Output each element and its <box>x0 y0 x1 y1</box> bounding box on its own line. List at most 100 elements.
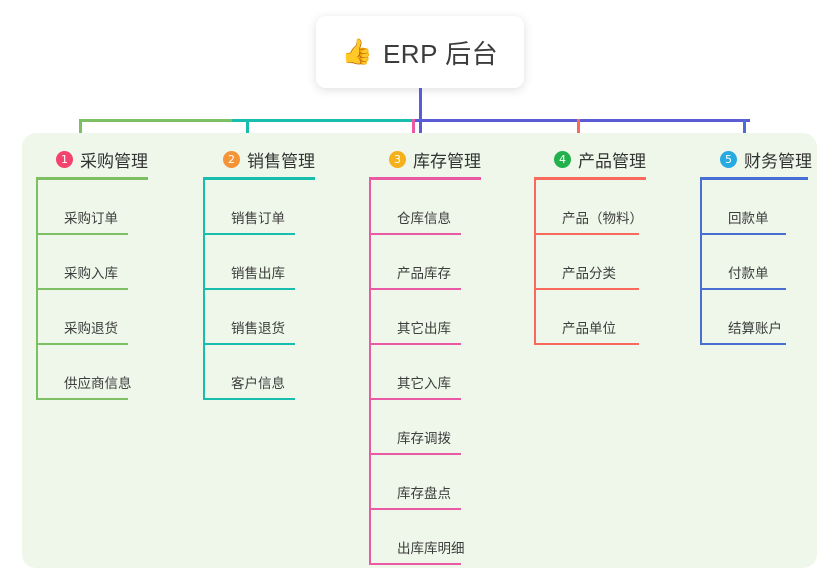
leaf-item[interactable]: 销售出库 <box>203 235 315 290</box>
leaf-list-finance: 回款单付款单结算账户 <box>700 180 812 345</box>
leaf-underline <box>369 343 461 345</box>
leaf-item[interactable]: 销售订单 <box>203 180 315 235</box>
root-title: ERP 后台 <box>382 38 499 69</box>
column-badge-sales: 2 <box>223 150 240 168</box>
leaf-item[interactable]: 采购订单 <box>36 180 148 235</box>
leaf-underline <box>203 288 295 290</box>
column-rule-finance <box>700 177 808 180</box>
leaf-underline <box>534 288 639 290</box>
leaf-item[interactable]: 产品单位 <box>534 290 646 345</box>
column-header-inventory[interactable]: 3 库存管理 <box>369 147 481 171</box>
leaf-item[interactable]: 仓库信息 <box>369 180 481 235</box>
leaf-underline <box>700 343 786 345</box>
leaf-list-inventory: 仓库信息产品库存其它出库其它入库库存调拨库存盘点出库库明细 <box>369 180 481 565</box>
leaf-label: 其它出库 <box>397 321 451 336</box>
leaf-label: 供应商信息 <box>64 376 132 391</box>
column-title-product: 产品管理 <box>578 151 646 171</box>
leaf-underline <box>369 453 461 455</box>
column-badge-inventory: 3 <box>389 150 406 168</box>
column-header-finance[interactable]: 5 财务管理 <box>700 147 812 171</box>
bus-segment-sales-to-inventory <box>232 119 414 122</box>
leaf-underline <box>534 233 639 235</box>
column-badge-finance: 5 <box>720 150 737 168</box>
leaf-spine-product <box>534 180 536 345</box>
leaf-spine-sales <box>203 180 205 400</box>
leaf-label: 结算账户 <box>728 321 782 336</box>
leaf-label: 产品单位 <box>562 321 616 336</box>
column-header-sales[interactable]: 2 销售管理 <box>203 147 315 171</box>
column-inventory: 3 库存管理仓库信息产品库存其它出库其它入库库存调拨库存盘点出库库明细 <box>369 147 481 565</box>
column-title-purchase: 采购管理 <box>80 151 148 171</box>
leaf-spine-purchase <box>36 180 38 400</box>
leaf-underline <box>203 343 295 345</box>
leaf-item[interactable]: 其它入库 <box>369 345 481 400</box>
leaf-item[interactable]: 付款单 <box>700 235 812 290</box>
leaf-label: 采购入库 <box>64 266 118 281</box>
leaf-underline <box>36 233 128 235</box>
column-rule-purchase <box>36 177 148 180</box>
leaf-label: 销售订单 <box>231 211 285 226</box>
leaf-label: 回款单 <box>728 211 769 226</box>
leaf-underline <box>36 398 128 400</box>
root-stem-connector <box>419 88 422 133</box>
thumbs-up-icon: 👍 <box>341 37 373 66</box>
leaf-underline <box>700 233 786 235</box>
leaf-underline <box>369 398 461 400</box>
leaf-spine-finance <box>700 180 702 345</box>
leaf-item[interactable]: 库存盘点 <box>369 455 481 510</box>
leaf-item[interactable]: 客户信息 <box>203 345 315 400</box>
leaf-label: 采购退货 <box>64 321 118 336</box>
leaf-item[interactable]: 结算账户 <box>700 290 812 345</box>
leaf-label: 库存调拨 <box>397 431 451 446</box>
bus-segment-inventory-to-finance <box>414 119 750 122</box>
column-rule-inventory <box>369 177 481 180</box>
leaf-item[interactable]: 采购退货 <box>36 290 148 345</box>
leaf-list-purchase: 采购订单采购入库采购退货供应商信息 <box>36 180 148 400</box>
leaf-underline <box>369 563 461 565</box>
leaf-label: 销售出库 <box>231 266 285 281</box>
leaf-label: 产品分类 <box>562 266 616 281</box>
column-title-inventory: 库存管理 <box>413 151 481 171</box>
leaf-spine-inventory <box>369 180 371 565</box>
leaf-underline <box>203 233 295 235</box>
leaf-item[interactable]: 其它出库 <box>369 290 481 345</box>
leaf-item[interactable]: 回款单 <box>700 180 812 235</box>
leaf-label: 付款单 <box>728 266 769 281</box>
leaf-underline <box>369 233 461 235</box>
leaf-underline <box>700 288 786 290</box>
bus-segment-purchase-to-sales <box>79 119 232 122</box>
leaf-label: 采购订单 <box>64 211 118 226</box>
leaf-item[interactable]: 销售退货 <box>203 290 315 345</box>
leaf-underline <box>534 343 639 345</box>
leaf-label: 产品（物料） <box>562 211 643 226</box>
leaf-label: 库存盘点 <box>397 486 451 501</box>
leaf-underline <box>36 343 128 345</box>
leaf-item[interactable]: 供应商信息 <box>36 345 148 400</box>
column-title-sales: 销售管理 <box>247 151 315 171</box>
leaf-label: 销售退货 <box>231 321 285 336</box>
column-title-finance: 财务管理 <box>744 151 812 171</box>
leaf-label: 其它入库 <box>397 376 451 391</box>
column-purchase: 1 采购管理采购订单采购入库采购退货供应商信息 <box>36 147 148 400</box>
leaf-item[interactable]: 采购入库 <box>36 235 148 290</box>
column-rule-sales <box>203 177 315 180</box>
column-badge-purchase: 1 <box>56 150 73 168</box>
leaf-underline <box>369 288 461 290</box>
leaf-list-sales: 销售订单销售出库销售退货客户信息 <box>203 180 315 400</box>
leaf-item[interactable]: 库存调拨 <box>369 400 481 455</box>
column-header-purchase[interactable]: 1 采购管理 <box>36 147 148 171</box>
leaf-underline <box>36 288 128 290</box>
leaf-underline <box>369 508 461 510</box>
leaf-item[interactable]: 产品库存 <box>369 235 481 290</box>
leaf-item[interactable]: 产品（物料） <box>534 180 646 235</box>
column-sales: 2 销售管理销售订单销售出库销售退货客户信息 <box>203 147 315 400</box>
leaf-label: 仓库信息 <box>397 211 451 226</box>
leaf-item[interactable]: 出库库明细 <box>369 510 481 565</box>
column-finance: 5 财务管理回款单付款单结算账户 <box>700 147 812 345</box>
leaf-underline <box>203 398 295 400</box>
leaf-label: 客户信息 <box>231 376 285 391</box>
leaf-item[interactable]: 产品分类 <box>534 235 646 290</box>
root-node[interactable]: 👍 ERP 后台 <box>316 16 524 88</box>
